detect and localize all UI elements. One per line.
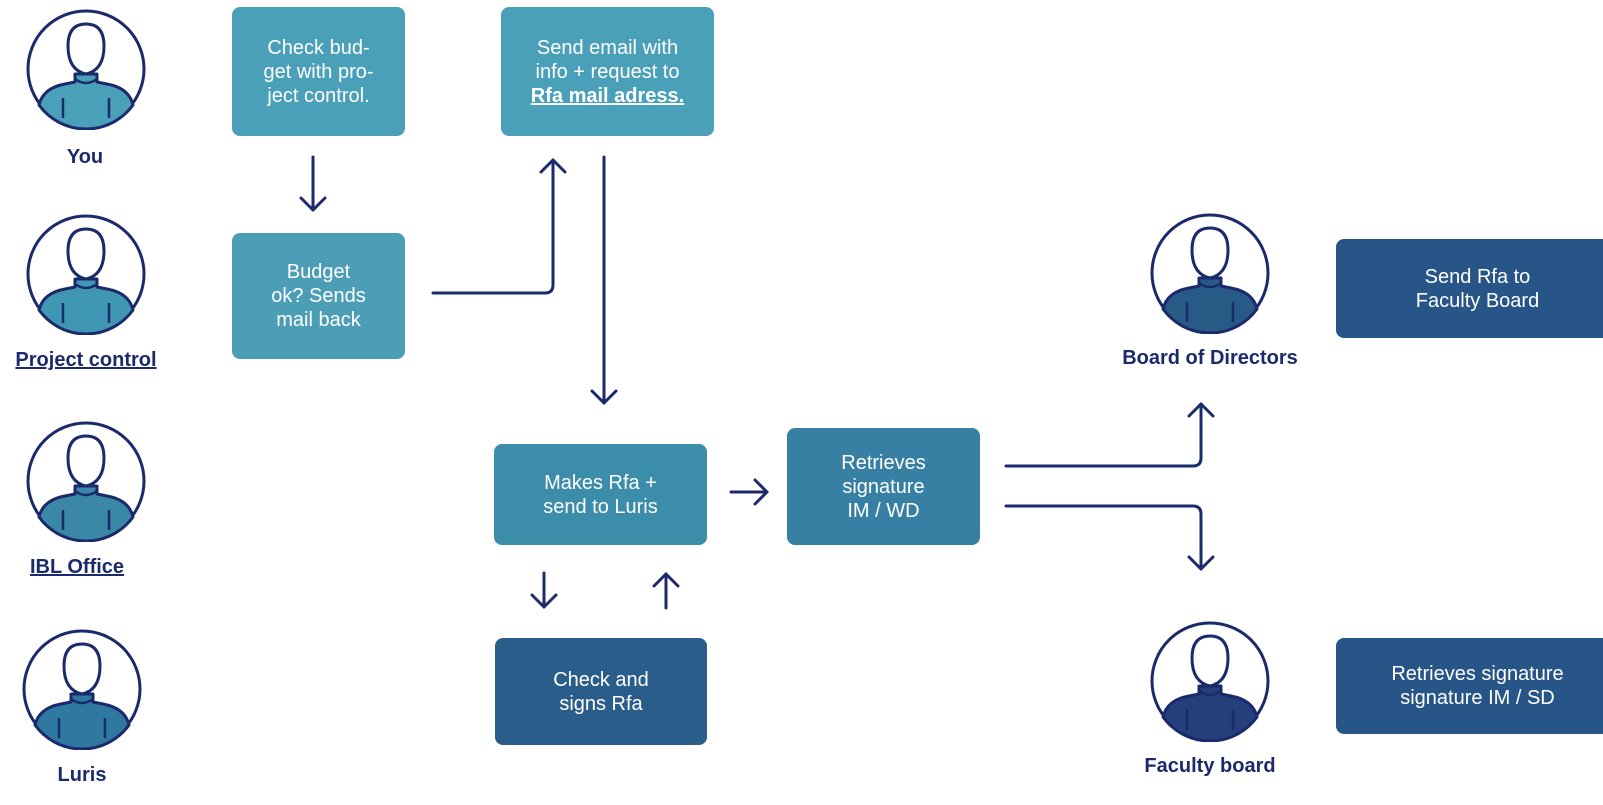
actor-label-faculty-board: Faculty board — [1144, 755, 1276, 777]
step-line: info + request to — [535, 60, 680, 83]
step-line: Send email with — [536, 36, 679, 59]
person-icon — [26, 421, 146, 542]
person-icon — [26, 9, 146, 130]
step-send-rfa-faculty: Send Rfa to Faculty Board — [1336, 239, 1603, 338]
step-budget-ok: Budget ok? Sends mail back — [232, 233, 405, 359]
step-line: get with pro- — [263, 60, 374, 83]
actor-label-you: You — [66, 146, 104, 168]
actor-label-board-of-directors: Board of Directors — [1122, 347, 1298, 369]
step-line: Check and — [553, 668, 649, 691]
avatar-ibl-office — [25, 420, 147, 542]
step-line: Budget — [286, 261, 351, 283]
step-line: Check bud- — [267, 36, 370, 59]
arrow-down-icon — [530, 571, 558, 609]
avatar-board-of-directors — [1149, 212, 1271, 334]
arrow-elbow-up-icon — [1004, 402, 1215, 468]
arrow-right-icon — [729, 478, 769, 506]
step-line: Faculty Board — [1415, 289, 1540, 312]
avatar-you — [25, 8, 147, 130]
arrow-elbow-up-icon — [431, 158, 567, 295]
step-send-email: Send email with info + request to Rfa ma… — [501, 7, 714, 136]
step-line: Send Rfa to — [1424, 265, 1531, 288]
step-line: Retrieves signature — [1391, 663, 1564, 685]
step-retrieves-signature-sd: Retrieves signature signature IM / SD — [1336, 638, 1603, 734]
step-retrieves-signature: Retrieves signature IM / WD — [787, 428, 980, 545]
avatar-project-control — [25, 213, 147, 335]
step-line: IM / WD — [847, 499, 920, 522]
person-icon — [22, 629, 142, 750]
step-line: signs Rfa — [559, 692, 643, 715]
person-icon — [26, 214, 146, 335]
avatar-luris — [21, 628, 143, 750]
arrow-elbow-down-icon — [1004, 504, 1215, 571]
avatar-faculty-board — [1149, 620, 1271, 742]
actor-link-ibl-office[interactable]: IBL Office — [29, 556, 125, 578]
arrow-down-icon — [299, 155, 327, 212]
actor-label-luris: Luris — [57, 764, 107, 786]
step-line: send to Luris — [543, 495, 658, 518]
step-check-budget: Check bud- get with pro- ject control. — [232, 7, 405, 136]
person-icon — [1150, 621, 1270, 742]
person-icon — [1150, 213, 1270, 334]
arrow-up-icon — [652, 572, 680, 610]
step-line: signature — [842, 475, 925, 498]
step-line: signature IM / SD — [1400, 687, 1555, 709]
step-makes-rfa: Makes Rfa + send to Luris — [494, 444, 707, 545]
actor-link-project-control[interactable]: Project control — [15, 349, 157, 371]
arrow-down-icon — [590, 155, 618, 405]
step-line: Makes Rfa + — [544, 471, 657, 494]
rfa-mail-address-link[interactable]: Rfa mail adress. — [530, 84, 685, 107]
step-line: ject control. — [267, 84, 370, 107]
step-check-signs: Check and signs Rfa — [495, 638, 707, 745]
step-line: Retrieves — [841, 451, 926, 474]
step-line: ok? Sends — [271, 285, 366, 307]
step-line: mail back — [276, 309, 361, 331]
